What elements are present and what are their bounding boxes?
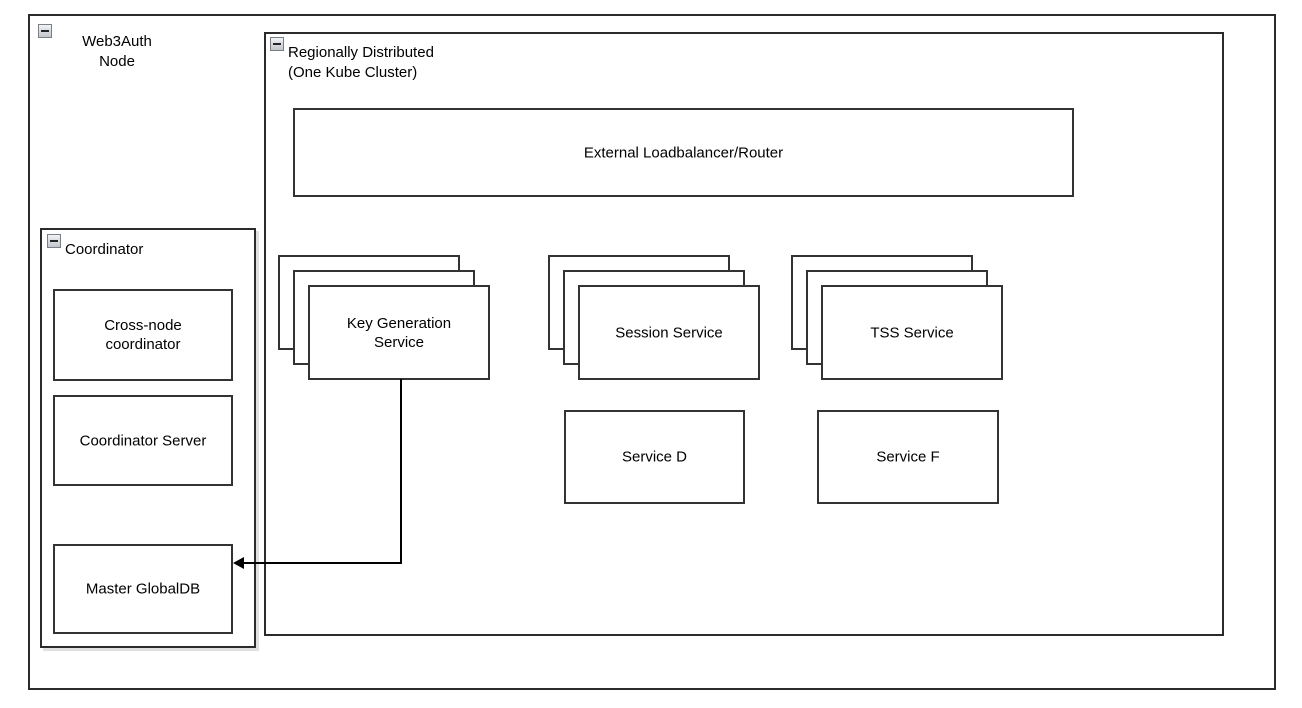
coordinator-server-label: Coordinator Server [79, 432, 207, 449]
key-generation-service-box[interactable]: Key Generation Service [308, 285, 490, 380]
web3auth-node-title: Web3Auth Node [82, 33, 152, 70]
connector-vertical-segment [400, 379, 402, 564]
service-d-box[interactable]: Service D [564, 410, 745, 504]
key-generation-service-stack[interactable]: Key Generation Service [278, 255, 490, 380]
session-service-stack[interactable]: Session Service [548, 255, 760, 380]
session-service-label: Session Service [615, 324, 723, 341]
session-service-box[interactable]: Session Service [578, 285, 760, 380]
connector-horizontal-segment [240, 562, 402, 564]
service-f-box[interactable]: Service F [817, 410, 999, 504]
tss-service-label: TSS Service [870, 324, 954, 341]
collapse-minus-icon-coordinator[interactable] [47, 234, 61, 248]
coordinator-title: Coordinator [65, 241, 144, 258]
master-globaldb-label: Master GlobalDB [85, 580, 201, 598]
collapse-minus-icon-web3auth-node[interactable] [38, 24, 52, 38]
master-globaldb-box[interactable]: Master GlobalDB [53, 544, 233, 634]
external-loadbalancer-label: External Loadbalancer/Router [583, 144, 784, 161]
cross-node-coordinator-label: Cross-node coordinator [104, 317, 182, 353]
cross-node-coordinator-box[interactable]: Cross-node coordinator [53, 289, 233, 381]
service-d-label: Service D [621, 448, 688, 466]
service-f-label: Service F [876, 448, 940, 466]
key-generation-service-label: Key Generation Service [346, 314, 452, 351]
collapse-minus-icon-kube-cluster[interactable] [270, 37, 284, 51]
connector-arrow-left-icon [233, 557, 244, 569]
tss-service-stack[interactable]: TSS Service [791, 255, 1003, 380]
external-loadbalancer-box[interactable]: External Loadbalancer/Router [293, 108, 1074, 197]
kube-cluster-title: Regionally Distributed (One Kube Cluster… [288, 44, 434, 81]
coordinator-server-box[interactable]: Coordinator Server [53, 395, 233, 486]
tss-service-box[interactable]: TSS Service [821, 285, 1003, 380]
